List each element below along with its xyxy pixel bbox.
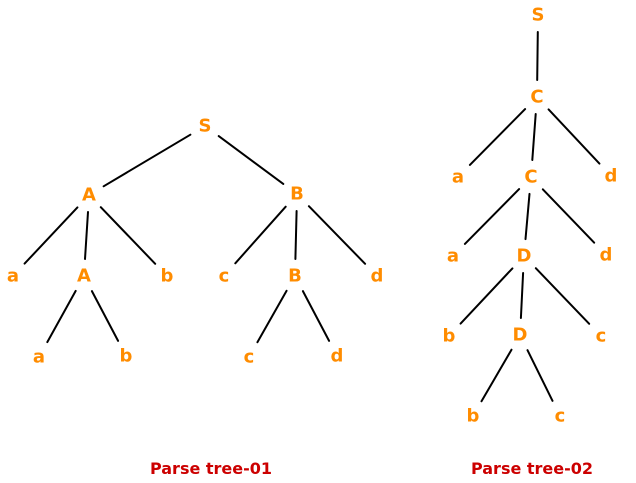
- tree-node-parse-tree-01-A1: A: [82, 185, 96, 206]
- tree-node-parse-tree-01-d1: d: [371, 266, 384, 287]
- tree-edge-parse-tree-01-B2-d2: [301, 290, 331, 342]
- tree-node-parse-tree-02-c2: c: [555, 406, 566, 427]
- tree-edge-parse-tree-02-C2-D1: [524, 192, 531, 241]
- tree-node-parse-tree-01-a2: a: [33, 347, 45, 368]
- tree-edge-parse-tree-02-C1-d1: [547, 108, 601, 165]
- tree-node-parse-tree-02-b2: b: [467, 406, 480, 427]
- tree-edge-parse-tree-01-B2-c2: [256, 289, 288, 344]
- tree-node-parse-tree-02-S: S: [532, 5, 545, 26]
- tree-node-parse-tree-01-A2: A: [77, 266, 91, 287]
- tree-node-parse-tree-02-a1: a: [452, 167, 464, 188]
- tree-edge-parse-tree-01-A1-A2: [84, 211, 89, 260]
- tree-edge-parse-tree-02-D1-b1: [459, 267, 514, 325]
- tree-node-parse-tree-01-c1: c: [219, 266, 230, 287]
- tree-node-parse-tree-01-B2: B: [288, 266, 302, 287]
- tree-edge-parse-tree-02-D2-b2: [480, 348, 513, 403]
- tree-edge-parse-tree-02-C1-C2: [531, 113, 537, 161]
- tree-node-parse-tree-02-D1: D: [517, 246, 532, 267]
- caption-parse-tree-01: Parse tree-01: [149, 459, 273, 478]
- tree-edge-parse-tree-01-B1-c1: [234, 205, 287, 265]
- tree-node-parse-tree-02-d1: d: [605, 166, 618, 187]
- tree-node-parse-tree-01-c2: c: [244, 347, 255, 368]
- tree-edge-parse-tree-01-A2-b2: [90, 290, 120, 342]
- tree-edge-parse-tree-02-D2-c2: [526, 349, 554, 402]
- tree-edge-parse-tree-02-S-C1: [536, 31, 539, 81]
- tree-edge-parse-tree-02-C1-a1: [468, 108, 527, 166]
- tree-node-parse-tree-01-S: S: [199, 116, 212, 137]
- tree-edge-parse-tree-01-A1-b1: [99, 206, 157, 265]
- tree-node-parse-tree-01-b2: b: [120, 346, 133, 367]
- tree-edge-parse-tree-02-D1-D2: [519, 272, 525, 319]
- tree-node-parse-tree-02-b1: b: [443, 326, 456, 347]
- tree-edge-parse-tree-01-S-B1: [217, 135, 285, 185]
- tree-node-parse-tree-02-a2: a: [447, 246, 459, 267]
- tree-edge-parse-tree-01-A1-a1: [23, 206, 79, 265]
- tree-node-parse-tree-01-B1: B: [290, 184, 304, 205]
- tree-edge-parse-tree-02-C2-a2: [463, 188, 521, 245]
- tree-node-parse-tree-01-d2: d: [331, 346, 344, 367]
- tree-edge-parse-tree-01-S-A1: [102, 133, 192, 188]
- tree-node-parse-tree-02-C1: C: [530, 87, 543, 108]
- tree-node-parse-tree-02-D2: D: [513, 325, 528, 346]
- tree-node-parse-tree-02-c1: c: [596, 326, 607, 347]
- tree-node-parse-tree-02-C2: C: [524, 167, 537, 188]
- tree-node-parse-tree-01-a1: a: [7, 266, 19, 287]
- tree-node-parse-tree-02-d2: d: [600, 245, 613, 266]
- tree-edge-parse-tree-01-A2-a2: [46, 289, 77, 344]
- tree-node-parse-tree-01-b1: b: [161, 266, 174, 287]
- tree-edge-parse-tree-01-B1-B2: [294, 210, 298, 260]
- tree-edge-parse-tree-02-C2-d2: [541, 188, 596, 244]
- tree-edge-parse-tree-02-D1-c1: [534, 267, 591, 325]
- tree-edge-parse-tree-01-B1-d1: [307, 205, 367, 265]
- caption-parse-tree-02: Parse tree-02: [470, 459, 594, 478]
